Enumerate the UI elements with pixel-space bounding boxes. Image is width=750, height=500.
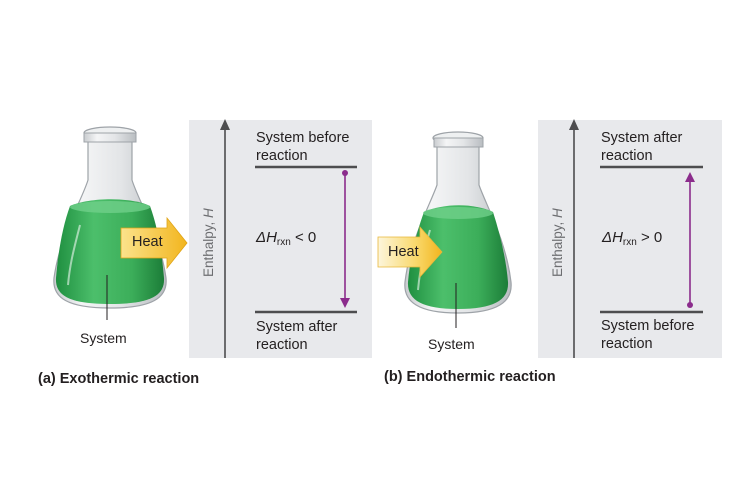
level-top-line1: System after xyxy=(601,130,683,146)
y-axis-label-var: H xyxy=(550,208,565,218)
caption-exothermic: (a) Exothermic reaction xyxy=(38,371,200,387)
delta-arrow-head-up xyxy=(685,172,695,182)
heat-arrow-in xyxy=(377,225,443,279)
level-top-line1: System before xyxy=(256,130,350,146)
delta-h-label-exothermic: ΔHrxn < 0 xyxy=(256,229,316,248)
y-axis-label-var: H xyxy=(201,208,216,218)
heat-arrow-out xyxy=(120,216,188,270)
enthalpy-panel-endothermic xyxy=(538,120,722,358)
axis-arrowhead xyxy=(569,119,579,130)
heat-label-exothermic: Heat xyxy=(132,234,163,250)
liquid-surface xyxy=(70,201,150,213)
level-bottom-line1: System before xyxy=(601,318,695,334)
flask-highlight xyxy=(67,224,81,286)
liquid xyxy=(55,199,165,304)
liquid xyxy=(407,205,509,309)
y-axis-label-text: Enthalpy, xyxy=(550,217,565,277)
level-bottom-line1: System after xyxy=(256,319,338,335)
delta-h-label-endothermic: ΔHrxn > 0 xyxy=(602,229,662,248)
level-bottom-line2: reaction xyxy=(256,337,308,353)
y-axis-label-text: Enthalpy, xyxy=(201,217,216,277)
level-top-line2: reaction xyxy=(601,148,653,164)
flask-exothermic xyxy=(53,126,167,320)
delta-h-relation: < 0 xyxy=(290,229,317,246)
flask-lip xyxy=(83,132,137,143)
y-axis-label-exothermic: Enthalpy, H xyxy=(201,208,216,277)
level-top-label-endothermic: System after reaction xyxy=(601,129,682,165)
flask-endothermic xyxy=(404,131,512,328)
level-bottom-label-exothermic: System after reaction xyxy=(256,318,337,354)
delta-h-subscript: rxn xyxy=(622,237,637,248)
enthalpy-panel-exothermic xyxy=(189,120,372,358)
delta-arrow-head-down xyxy=(340,298,350,308)
delta-h-relation: > 0 xyxy=(636,229,663,246)
axis-arrowhead xyxy=(220,119,230,130)
heat-label-endothermic: Heat xyxy=(388,244,419,260)
y-axis-label-endothermic: Enthalpy, H xyxy=(550,208,565,277)
caption-endothermic: (b) Endothermic reaction xyxy=(384,369,556,385)
system-label-exothermic: System xyxy=(80,330,127,346)
delta-h-symbol: ΔH xyxy=(256,229,277,246)
level-top-label-exothermic: System before reaction xyxy=(256,129,350,165)
delta-h-symbol: ΔH xyxy=(602,229,623,246)
system-label-endothermic: System xyxy=(428,336,475,352)
flask-lip xyxy=(433,137,484,148)
liquid-surface xyxy=(423,207,493,219)
level-bottom-label-endothermic: System before reaction xyxy=(601,317,695,353)
level-bottom-line2: reaction xyxy=(601,336,653,352)
level-top-line2: reaction xyxy=(256,148,308,164)
delta-h-subscript: rxn xyxy=(276,237,291,248)
